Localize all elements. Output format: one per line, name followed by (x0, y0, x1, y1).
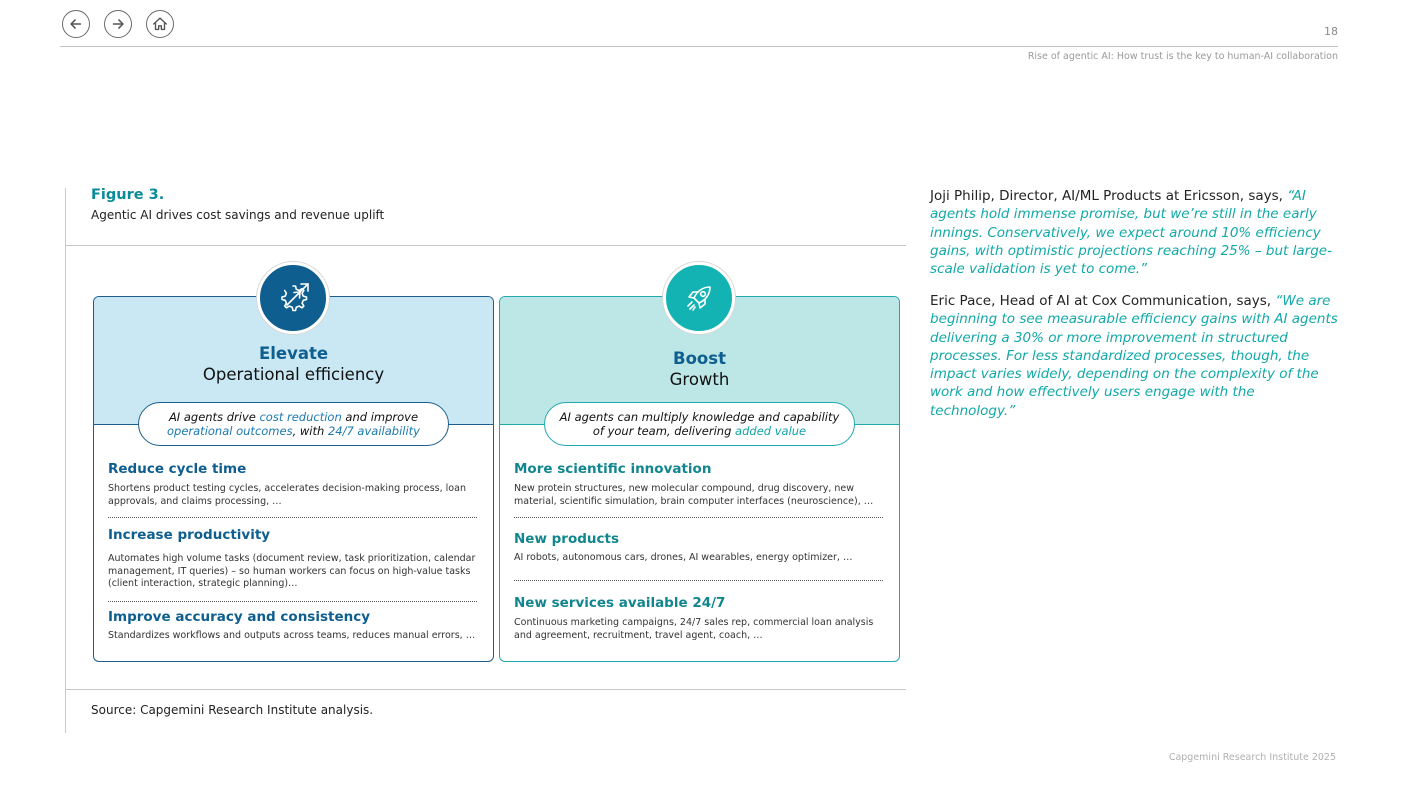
forward-button[interactable] (104, 10, 132, 38)
item-divider (108, 517, 477, 518)
boost-panel: Boost Growth AI agents can multiply know… (499, 262, 900, 662)
figure-source: Source: Capgemini Research Institute ana… (91, 703, 374, 717)
pill-text: of your team, delivering (592, 424, 736, 438)
elevate-summary-pill: AI agents drive cost reduction and impro… (138, 402, 449, 446)
boost-title: Boost (673, 349, 726, 368)
item-title: New services available 24/7 (514, 595, 726, 611)
quote-block: Joji Philip, Director, AI/ML Products at… (930, 187, 1338, 278)
running-title: Rise of agentic AI: How trust is the key… (1027, 51, 1338, 62)
pill-text: AI agents drive (168, 409, 260, 424)
figure-left-rule (65, 188, 66, 733)
item-title: Increase productivity (108, 527, 271, 543)
pill-highlight: cost reduction (259, 409, 342, 424)
figure-top-rule (65, 245, 906, 246)
item-desc: AI robots, autonomous cars, drones, AI w… (514, 552, 853, 563)
boost-badge (663, 262, 735, 334)
item-divider (514, 580, 883, 581)
pill-highlight: added value (735, 424, 807, 438)
item-desc: Standardizes workflows and outputs acros… (108, 630, 476, 641)
pill-text: , with (292, 424, 328, 438)
item-desc: Shortens product testing cycles, acceler… (108, 483, 466, 507)
quote-text: “We are beginning to see measurable effi… (930, 293, 1338, 419)
quote-attribution: Joji Philip, Director, AI/ML Products at… (930, 188, 1288, 204)
elevate-badge (257, 262, 329, 334)
pill-highlight: operational outcomes (167, 424, 293, 438)
header-divider (60, 46, 1338, 47)
pill-highlight: 24/7 availability (327, 424, 420, 438)
footer-credit: Capgemini Research Institute 2025 (1168, 752, 1336, 763)
item-desc: Continuous marketing campaigns, 24/7 sal… (514, 617, 874, 641)
home-button[interactable] (146, 10, 174, 38)
page-number: 18 (1324, 25, 1338, 38)
arrow-right-icon (112, 19, 124, 29)
rocket-icon (687, 286, 711, 311)
gear-growth-arrow-icon (281, 283, 309, 312)
elevate-panel: Elevate Operational efficiency AI agents… (93, 262, 494, 662)
back-button[interactable] (62, 10, 90, 38)
elevate-title: Elevate (258, 344, 329, 363)
quote-attribution: Eric Pace, Head of AI at Cox Communicati… (930, 293, 1276, 309)
item-desc: New protein structures, new molecular co… (514, 483, 874, 507)
item-title: Reduce cycle time (108, 461, 247, 477)
item-title: Improve accuracy and consistency (108, 609, 371, 625)
figure-subtitle: Agentic AI drives cost savings and reven… (91, 208, 385, 222)
arrow-left-icon (70, 19, 82, 29)
quote-block: Eric Pace, Head of AI at Cox Communicati… (930, 292, 1338, 420)
quote-text: “AI agents hold immense promise, but we’… (930, 188, 1332, 278)
item-desc: Automates high volume tasks (document re… (108, 553, 476, 589)
pill-text: and improve (341, 409, 419, 424)
item-divider (514, 517, 883, 518)
figure-label: Figure 3. (91, 187, 165, 203)
pill-text: AI agents can multiply knowledge and cap… (559, 409, 840, 424)
figure-bottom-rule (65, 689, 906, 690)
item-title: New products (514, 531, 619, 547)
boost-summary-pill: AI agents can multiply knowledge and cap… (544, 402, 855, 446)
elevate-subtitle: Operational efficiency (202, 365, 385, 384)
item-title: More scientific innovation (514, 461, 712, 477)
home-icon (153, 17, 167, 31)
item-divider (108, 601, 477, 602)
boost-subtitle: Growth (669, 370, 730, 389)
